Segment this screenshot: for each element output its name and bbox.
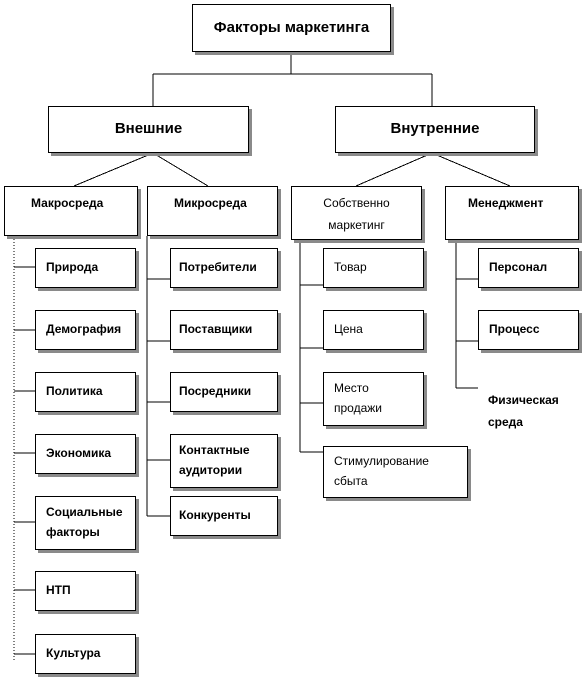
marketing-item: Место продажи (323, 372, 424, 426)
column-header-marketing: Собственно маркетинг (291, 186, 422, 240)
macro-item: Экономика (35, 434, 136, 474)
macro-item: Демография (35, 310, 136, 350)
macro-item-label: НТП (46, 583, 71, 597)
marketing-item-label: Цена (334, 322, 363, 336)
column-title-management: Менеджмент (468, 196, 544, 210)
marketing-item: Товар (323, 248, 424, 288)
column-header-macro: Макросреда (4, 186, 138, 236)
group-internal-label: Внутренние (390, 120, 480, 137)
macro-item: Природа (35, 248, 136, 288)
micro-item: Посредники (170, 372, 278, 412)
marketing-item: Стимулирование сбыта (323, 446, 468, 498)
management-item: Персонал (478, 248, 579, 288)
macro-item: Политика (35, 372, 136, 412)
column-title-macro: Макросреда (31, 196, 104, 210)
macro-item: Культура (35, 634, 136, 674)
marketing-item-label: Товар (334, 260, 367, 274)
micro-item-label: Посредники (179, 384, 252, 398)
macro-item: НТП (35, 571, 136, 611)
macro-item-label: Демография (46, 322, 122, 336)
management-item-label: Персонал (489, 260, 548, 274)
group-external-label: Внешние (114, 120, 183, 137)
micro-item-label: Конкуренты (179, 508, 251, 522)
column-title-micro: Микросреда (174, 196, 247, 210)
macro-item-label: Экономика (46, 446, 112, 460)
column-title-marketing: Собственно маркетинг (323, 196, 390, 232)
marketing-item-label: Стимулирование сбыта (334, 454, 429, 488)
root-label: Факторы маркетинга (213, 19, 370, 36)
column-header-management: Менеджмент (445, 186, 579, 240)
group-internal: Внутренние (335, 106, 535, 153)
group-external: Внешние (48, 106, 249, 153)
management-item: Процесс (478, 310, 579, 350)
management-item-label: Процесс (489, 322, 540, 336)
macro-item: Социальные факторы (35, 496, 136, 550)
macro-item-label: Социальные факторы (46, 505, 123, 539)
micro-item: Потребители (170, 248, 278, 288)
micro-item-label: Потребители (179, 260, 257, 274)
micro-item: Конкуренты (170, 496, 278, 536)
micro-item-label: Поставщики (179, 322, 253, 336)
marketing-item-label: Место продажи (334, 381, 382, 415)
micro-item: Поставщики (170, 310, 278, 350)
management-item: Физическая среда (478, 384, 579, 438)
management-item-label: Физическая среда (488, 393, 559, 429)
macro-item-label: Культура (46, 646, 101, 660)
micro-item-label: Контактные аудитории (179, 443, 250, 477)
macro-item-label: Природа (46, 260, 99, 274)
column-header-micro: Микросреда (147, 186, 278, 236)
root-node: Факторы маркетинга (192, 4, 391, 52)
micro-item: Контактные аудитории (170, 434, 278, 488)
macro-item-label: Политика (46, 384, 103, 398)
marketing-item: Цена (323, 310, 424, 350)
